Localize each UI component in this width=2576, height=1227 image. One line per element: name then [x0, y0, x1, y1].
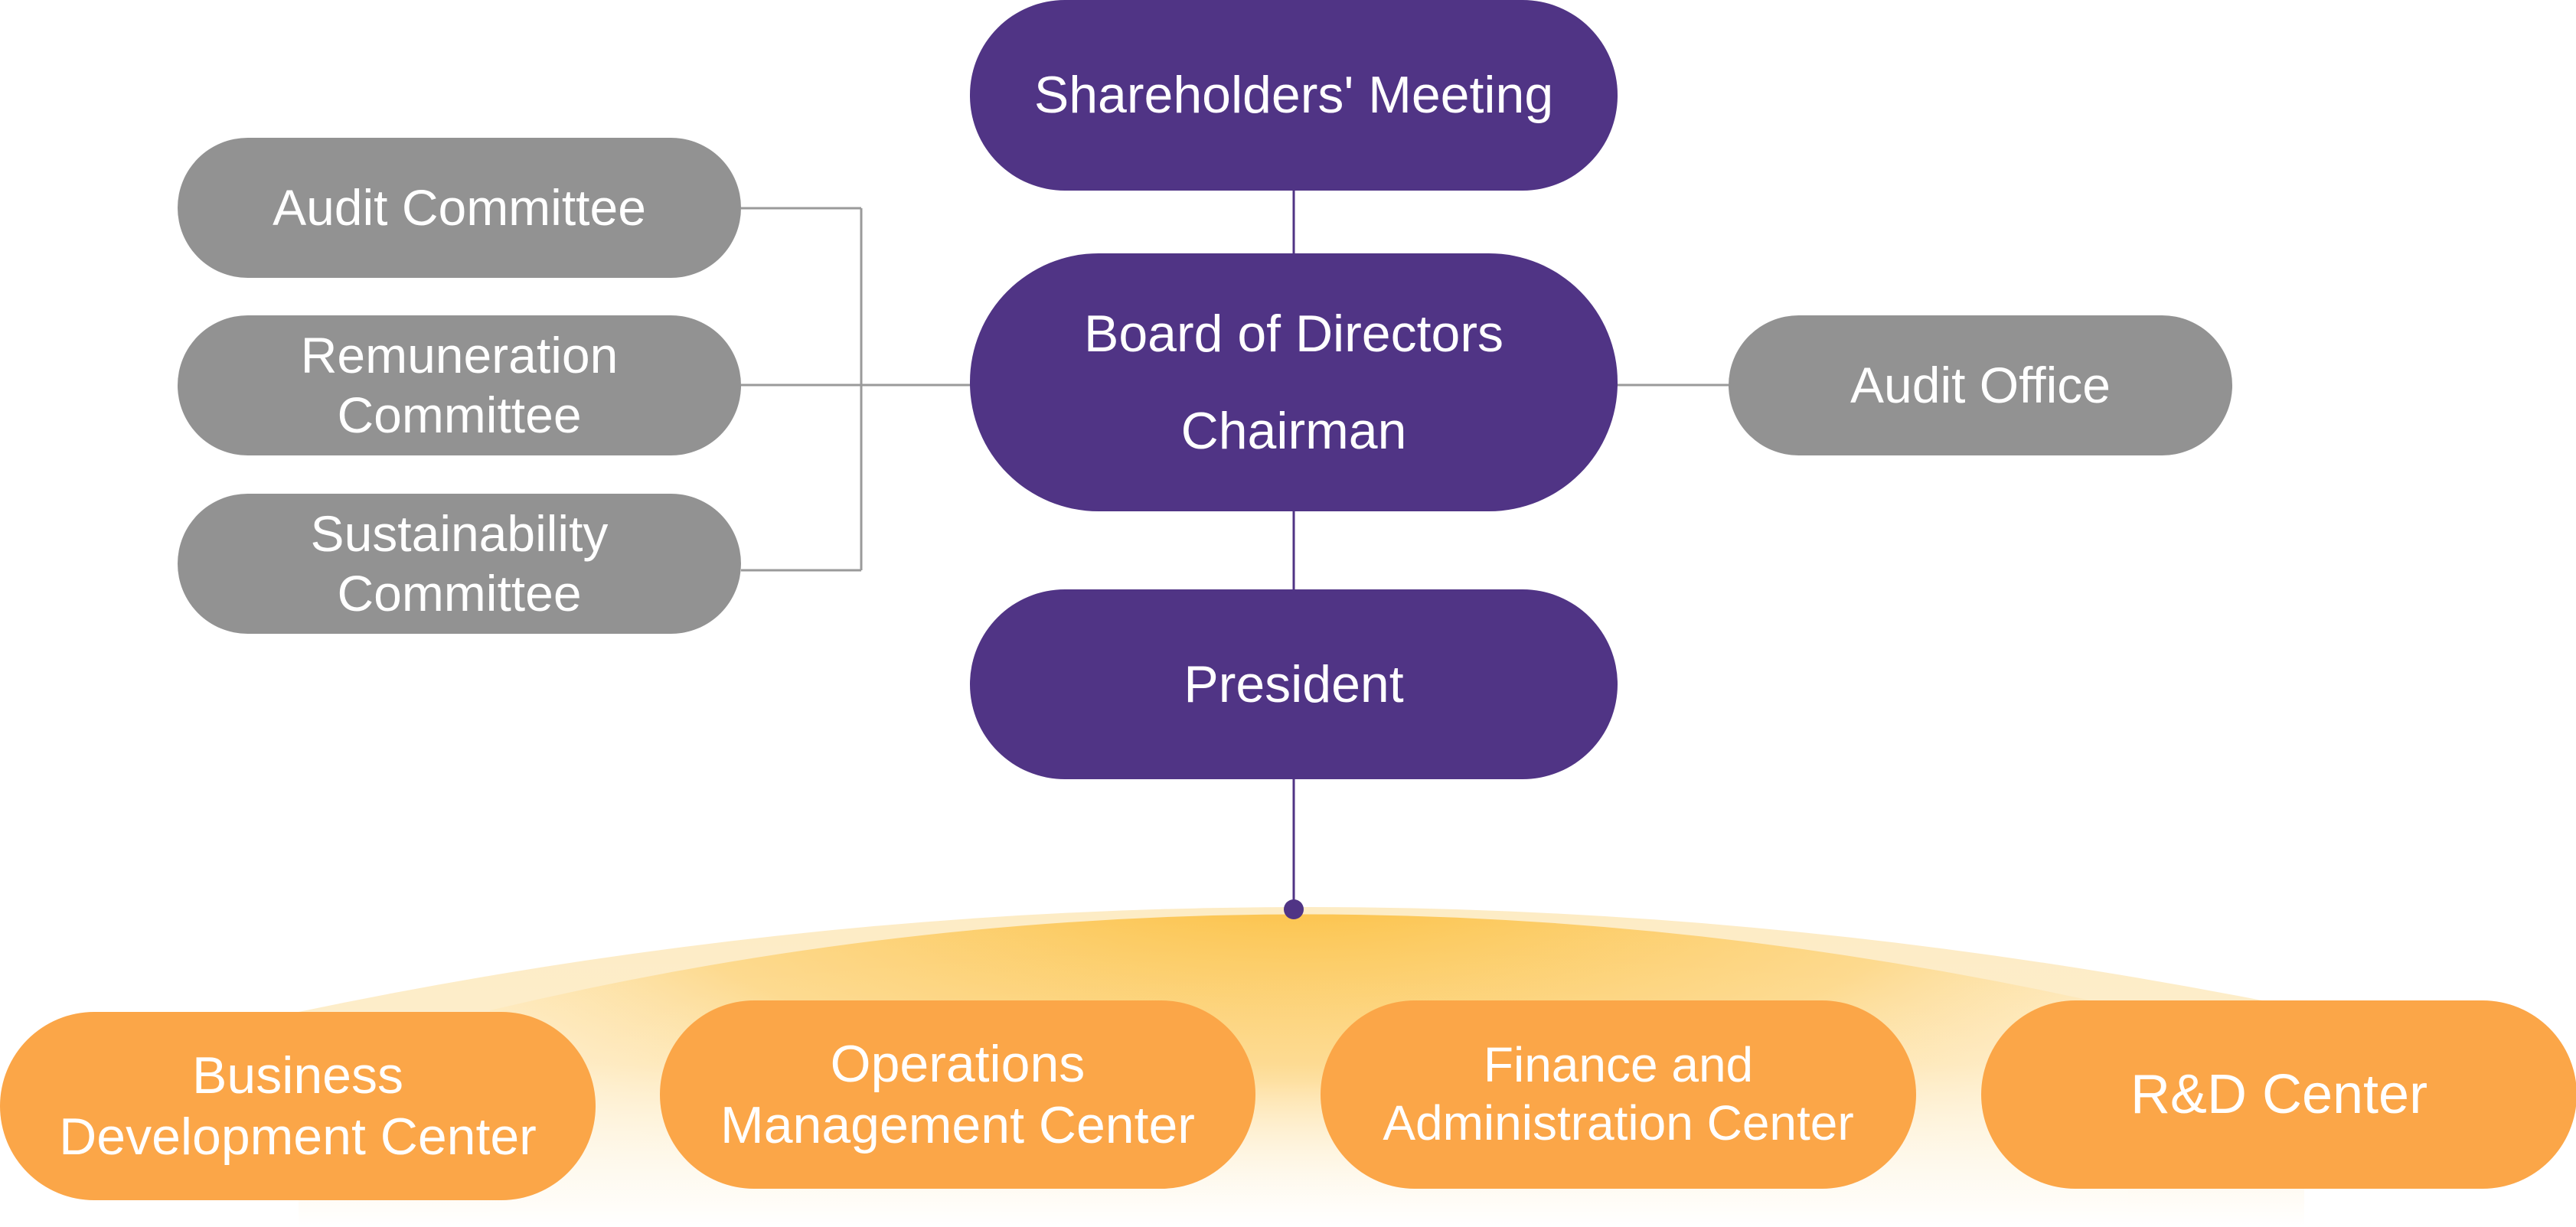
- sustainability-committee-node: Sustainability Committee: [178, 494, 741, 634]
- rd-center-node: R&D Center: [1981, 1000, 2576, 1189]
- audit-committee-label: Audit Committee: [273, 178, 646, 236]
- operations-management-center-label-line2: Management Center: [720, 1096, 1195, 1154]
- finance-administration-center-node: Finance and Administration Center: [1321, 1000, 1916, 1189]
- shareholders-meeting-node: Shareholders' Meeting: [970, 0, 1618, 191]
- remuneration-committee-label-line1: Remuneration: [300, 326, 619, 383]
- operations-management-center-label-line1: Operations: [830, 1034, 1086, 1093]
- business-development-center-label-line2: Development Center: [59, 1108, 537, 1166]
- finance-administration-center-label-line2: Administration Center: [1383, 1095, 1854, 1150]
- connector-dot-centers: [1284, 899, 1304, 919]
- chairman-label: Chairman: [1180, 401, 1407, 460]
- audit-office-node: Audit Office: [1729, 315, 2232, 455]
- sustainability-committee-label-line2: Committee: [337, 564, 582, 622]
- audit-office-label: Audit Office: [1850, 356, 2111, 413]
- president-label: President: [1184, 654, 1404, 713]
- finance-administration-center-label-line1: Finance and: [1483, 1037, 1754, 1093]
- remuneration-committee-node: Remuneration Committee: [178, 315, 741, 455]
- board-of-directors-label: Board of Directors: [1084, 305, 1503, 364]
- business-development-center-node: Business Development Center: [0, 1012, 596, 1200]
- board-of-directors-node: Board of Directors Chairman: [970, 253, 1618, 511]
- shareholders-meeting-label: Shareholders' Meeting: [1033, 66, 1554, 125]
- business-development-center-label-line1: Business: [192, 1046, 403, 1105]
- president-node: President: [970, 589, 1618, 779]
- operations-management-center-node: Operations Management Center: [660, 1000, 1255, 1189]
- audit-committee-node: Audit Committee: [178, 138, 741, 278]
- rd-center-label: R&D Center: [2130, 1063, 2428, 1125]
- sustainability-committee-label-line1: Sustainability: [310, 504, 609, 562]
- remuneration-committee-label-line2: Committee: [337, 386, 582, 443]
